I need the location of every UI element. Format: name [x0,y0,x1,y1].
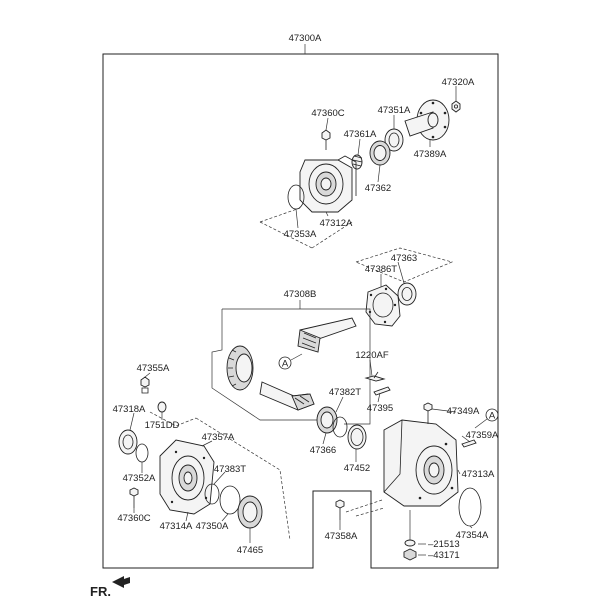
part-label-47395[interactable]: 47395 [367,403,393,414]
ring-47452-drawing [347,424,367,450]
part-label-47386t[interactable]: 47386T [365,264,397,275]
part-label-47312a[interactable]: 47312A [320,218,353,229]
svg-text:A: A [489,411,496,422]
oring-47354a-drawing [458,487,482,527]
part-label-47360c-bottom[interactable]: 47360C [117,513,150,524]
guide-middle [354,247,454,283]
case-47312a-drawing [299,155,357,213]
gearset-bracket [211,308,371,425]
bolt-47355a-drawing [140,376,150,394]
flange-47389a-drawing [404,99,450,141]
spacer-47361a-drawing [351,154,363,170]
front-arrow-icon [112,576,130,588]
part-label-47314a[interactable]: 47314A [160,521,193,532]
part-label-47357a[interactable]: 47357A [202,432,235,443]
assembly-label: 47300A [289,33,322,44]
part-label-47361a[interactable]: 47361A [344,129,377,140]
ring-gear-drawing [226,345,254,391]
part-label-47363[interactable]: 47363 [391,253,417,264]
seal-47363-drawing [397,282,417,306]
part-label-1220af[interactable]: 1220AF [355,350,388,361]
part-label-47353a[interactable]: 47353A [284,229,317,240]
leader-lines [129,86,473,556]
bearing-47366-drawing [316,406,338,434]
svg-text:A: A [282,359,289,370]
seal-47351a-drawing [384,128,404,152]
part-label-47351a[interactable]: 47351A [378,105,411,116]
part-label-47360c-top[interactable]: 47360C [311,108,344,119]
part-label-47318a[interactable]: 47318A [113,404,146,415]
part-label-1751dd[interactable]: 1751DD [145,420,180,431]
part-label-47349a[interactable]: 47349A [447,406,480,417]
part-label-47452[interactable]: 47452 [344,463,370,474]
gasket-47386t-drawing [365,284,401,327]
part-label-43171-dash: – [428,550,434,561]
part-label-47354a[interactable]: 47354A [456,530,489,541]
part-label-43171-text[interactable]: 43171 [433,550,459,561]
part-label-47308b[interactable]: 47308B [284,289,317,300]
front-direction-label: FR. [90,584,111,599]
part-label-47313a[interactable]: 47313A [462,469,495,480]
part-label-47355a[interactable]: 47355A [137,363,170,374]
guide-lower-left [149,411,291,541]
part-label-43171[interactable]: –43171 [428,550,460,561]
part-label-47320a[interactable]: 47320A [442,77,475,88]
seal-47383t-drawing [204,483,220,505]
ref-marker-a-right: A [474,408,499,429]
guide-upper [259,207,353,249]
part-label-21513-dash: – [428,539,434,550]
part-label-47383t[interactable]: 47383T [214,464,246,475]
output-shaft-drawing [259,381,315,411]
bearing-47465-drawing [237,495,263,529]
part-label-47358a[interactable]: 47358A [325,531,358,542]
ring-47352a-drawing [135,443,149,463]
case-47313a-drawing [383,419,459,507]
seal-47318a-drawing [118,429,138,455]
washer-21513-drawing [404,510,416,547]
dowel-47395-drawing [373,386,391,396]
nut-47320a-drawing [451,100,461,113]
bolt-47360c-top-drawing [321,129,331,150]
pin-47359a-drawing [461,439,477,448]
guide-lower-right [345,499,385,517]
bolt-47349a-drawing [423,402,433,424]
front-direction-indicator: FR. [90,576,130,599]
plug-43171-drawing [403,548,417,561]
pinion-shaft-drawing [297,317,357,353]
ref-marker-a-left: A [278,353,303,370]
part-label-47350a[interactable]: 47350A [196,521,229,532]
bolt-47358a-drawing [335,499,345,520]
part-label-47465[interactable]: 47465 [237,545,263,556]
part-label-47352a[interactable]: 47352A [123,473,156,484]
part-label-47389a[interactable]: 47389A [414,149,447,160]
bolt-47360c-bottom-drawing [129,487,139,508]
part-label-47362[interactable]: 47362 [365,183,391,194]
case-47314a-drawing [159,439,215,515]
ring-47350a-drawing [219,485,241,515]
assembly-frame [102,53,499,569]
plug-1751dd-drawing [157,401,167,413]
shim-47382t-drawing [332,416,348,438]
part-label-47366[interactable]: 47366 [310,445,336,456]
part-label-21513[interactable]: –21513 [428,539,460,550]
bearing-47362-drawing [369,140,391,166]
part-label-21513-text[interactable]: 21513 [433,539,459,550]
part-label-47359a[interactable]: 47359A [466,430,499,441]
bolt-1220af-drawing [364,371,386,382]
part-label-47382t[interactable]: 47382T [329,387,361,398]
